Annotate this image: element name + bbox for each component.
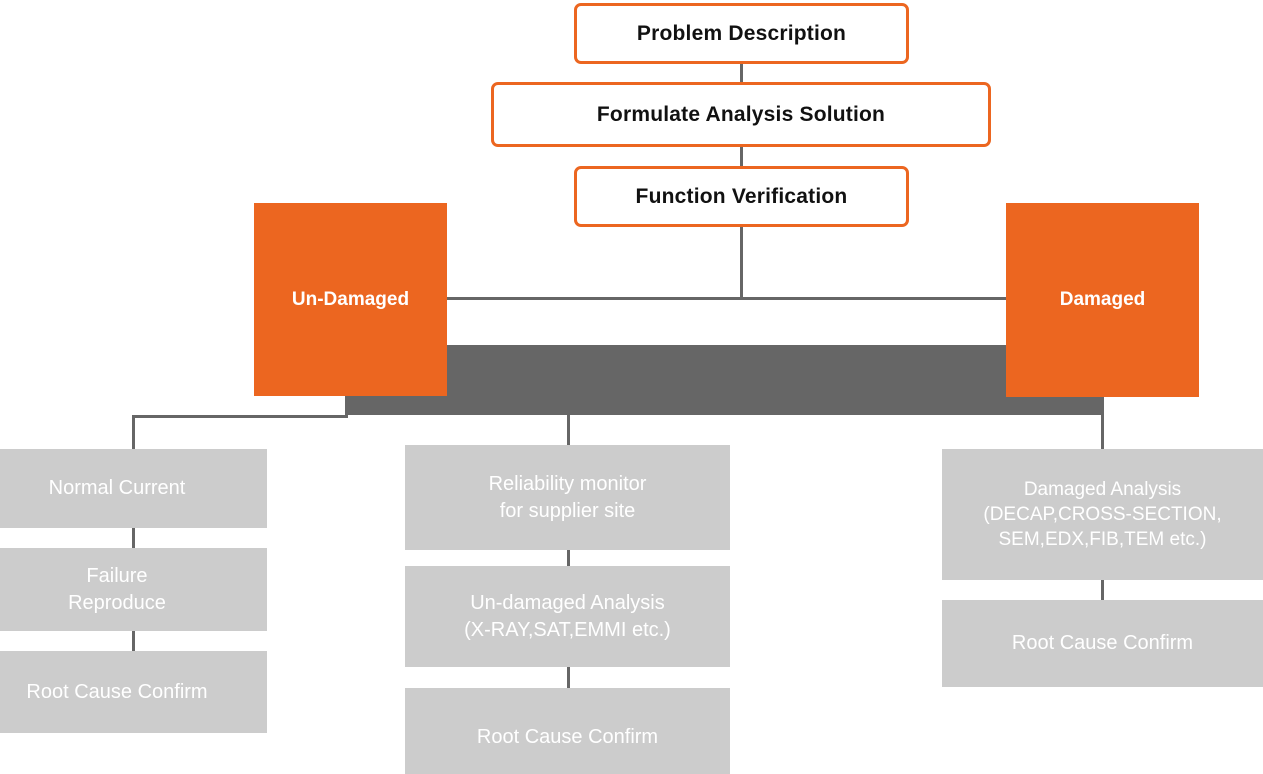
node-un-damaged-analysis[interactable]: Un-damaged Analysis (X-RAY,SAT,EMMI etc.…: [405, 566, 730, 667]
node-function-verification[interactable]: Function Verification: [574, 166, 909, 227]
connector-formulate-to-verification: [740, 147, 743, 167]
node-function-verification-label: Function Verification: [635, 184, 848, 208]
node-damaged-analysis[interactable]: Damaged Analysis (DECAP,CROSS-SECTION, S…: [942, 449, 1263, 580]
connector-split-horizontal: [447, 297, 1007, 300]
distribution-bar-upper: [447, 345, 1103, 396]
distribution-bar-lower: [345, 396, 1103, 415]
node-root-cause-confirm-middle[interactable]: Root Cause Confirm: [405, 688, 730, 774]
node-normal-current[interactable]: Normal Current: [0, 449, 267, 528]
node-un-damaged-label: Un-Damaged: [291, 288, 410, 310]
node-un-damaged-analysis-label: Un-damaged Analysis (X-RAY,SAT,EMMI etc.…: [464, 592, 671, 641]
connector-bar-to-left-column: [132, 415, 348, 418]
node-reliability-monitor-label: Reliability monitor for supplier site: [488, 473, 647, 522]
node-root-cause-confirm-left-label: Root Cause Confirm: [26, 680, 208, 703]
node-damaged-analysis-label: Damaged Analysis (DECAP,CROSS-SECTION, S…: [983, 478, 1222, 551]
connector-middle-2-to-3: [567, 667, 570, 689]
connector-left-2-to-3: [132, 631, 135, 652]
node-damaged[interactable]: Damaged: [1006, 203, 1199, 397]
node-problem-description[interactable]: Problem Description: [574, 3, 909, 64]
node-normal-current-label: Normal Current: [48, 477, 186, 500]
connector-left-1-to-2: [132, 528, 135, 549]
connector-middle-1-to-2: [567, 550, 570, 567]
connector-drop-right-column: [1101, 397, 1104, 450]
connector-verification-to-split: [740, 227, 743, 299]
connector-right-1-to-2: [1101, 580, 1104, 601]
node-root-cause-confirm-right[interactable]: Root Cause Confirm: [942, 600, 1263, 687]
node-root-cause-confirm-right-label: Root Cause Confirm: [1011, 632, 1194, 655]
node-problem-description-label: Problem Description: [636, 21, 847, 45]
node-root-cause-confirm-middle-label: Root Cause Confirm: [476, 725, 659, 748]
node-formulate-analysis-solution[interactable]: Formulate Analysis Solution: [491, 82, 991, 147]
connector-drop-middle-column: [567, 415, 570, 446]
node-reliability-monitor[interactable]: Reliability monitor for supplier site: [405, 445, 730, 550]
node-un-damaged[interactable]: Un-Damaged: [254, 203, 447, 396]
node-formulate-analysis-solution-label: Formulate Analysis Solution: [596, 102, 886, 126]
node-damaged-label: Damaged: [1059, 289, 1146, 310]
node-failure-reproduce-label: Failure Reproduce: [68, 565, 166, 614]
connector-drop-left-column: [132, 415, 135, 450]
node-failure-reproduce[interactable]: Failure Reproduce: [0, 548, 267, 631]
connector-problem-to-formulate: [740, 64, 743, 83]
node-root-cause-confirm-left[interactable]: Root Cause Confirm: [0, 651, 267, 733]
